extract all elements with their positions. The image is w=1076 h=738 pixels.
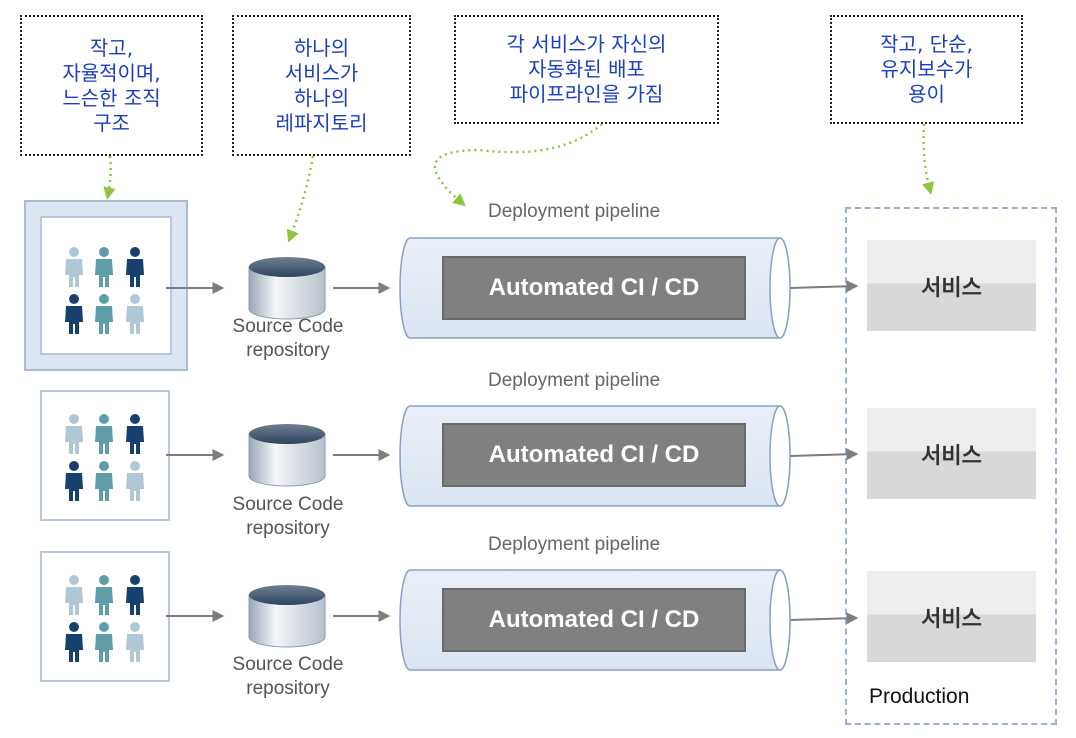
service-box-1: 서비스: [867, 240, 1036, 331]
repository-icon-2: [248, 424, 326, 487]
callout-arrow-4: [922, 123, 935, 195]
service-box-2: 서비스: [867, 408, 1036, 499]
arrow-pipe-service-1: [789, 280, 859, 293]
repository-icon-3: [248, 585, 326, 648]
ci-cd-box-3: Automated CI / CD: [442, 588, 746, 652]
callout-team-structure: 작고, 자율적이며, 느슨한 조직 구조: [20, 15, 203, 156]
production-frame: [845, 207, 1057, 725]
pipeline-label-2: Deployment pipeline: [488, 370, 661, 391]
pipeline-label-1: Deployment pipeline: [488, 201, 661, 222]
production-label: Production: [869, 685, 970, 708]
callout-own-pipeline: 각 서비스가 자신의 자동화된 배포 파이프라인을 가짐: [454, 15, 719, 124]
arrow-pipe-service-2: [789, 448, 859, 461]
callout-arrow-3: [433, 123, 603, 207]
ci-cd-box-2: Automated CI / CD: [442, 423, 746, 487]
repo-label-2: Source Code repository: [232, 494, 344, 539]
repo-label-1: Source Code repository: [232, 316, 344, 361]
pipeline-label-3: Deployment pipeline: [488, 534, 661, 555]
callout-one-repo-per-service: 하나의 서비스가 하나의 레파지토리: [232, 15, 411, 156]
repo-label-3: Source Code repository: [232, 654, 344, 699]
callout-arrow-1: [103, 155, 116, 200]
ci-cd-box-1: Automated CI / CD: [442, 256, 746, 320]
service-box-3: 서비스: [867, 571, 1036, 662]
callout-small-simple: 작고, 단순, 유지보수가 용이: [830, 15, 1023, 124]
people-group-3: [65, 575, 144, 662]
repository-icon-1: [248, 257, 326, 320]
people-group-2: [65, 414, 144, 501]
people-group-1: [65, 247, 144, 334]
arrow-pipe-service-3: [789, 612, 859, 625]
callout-arrow-2: [286, 155, 315, 243]
